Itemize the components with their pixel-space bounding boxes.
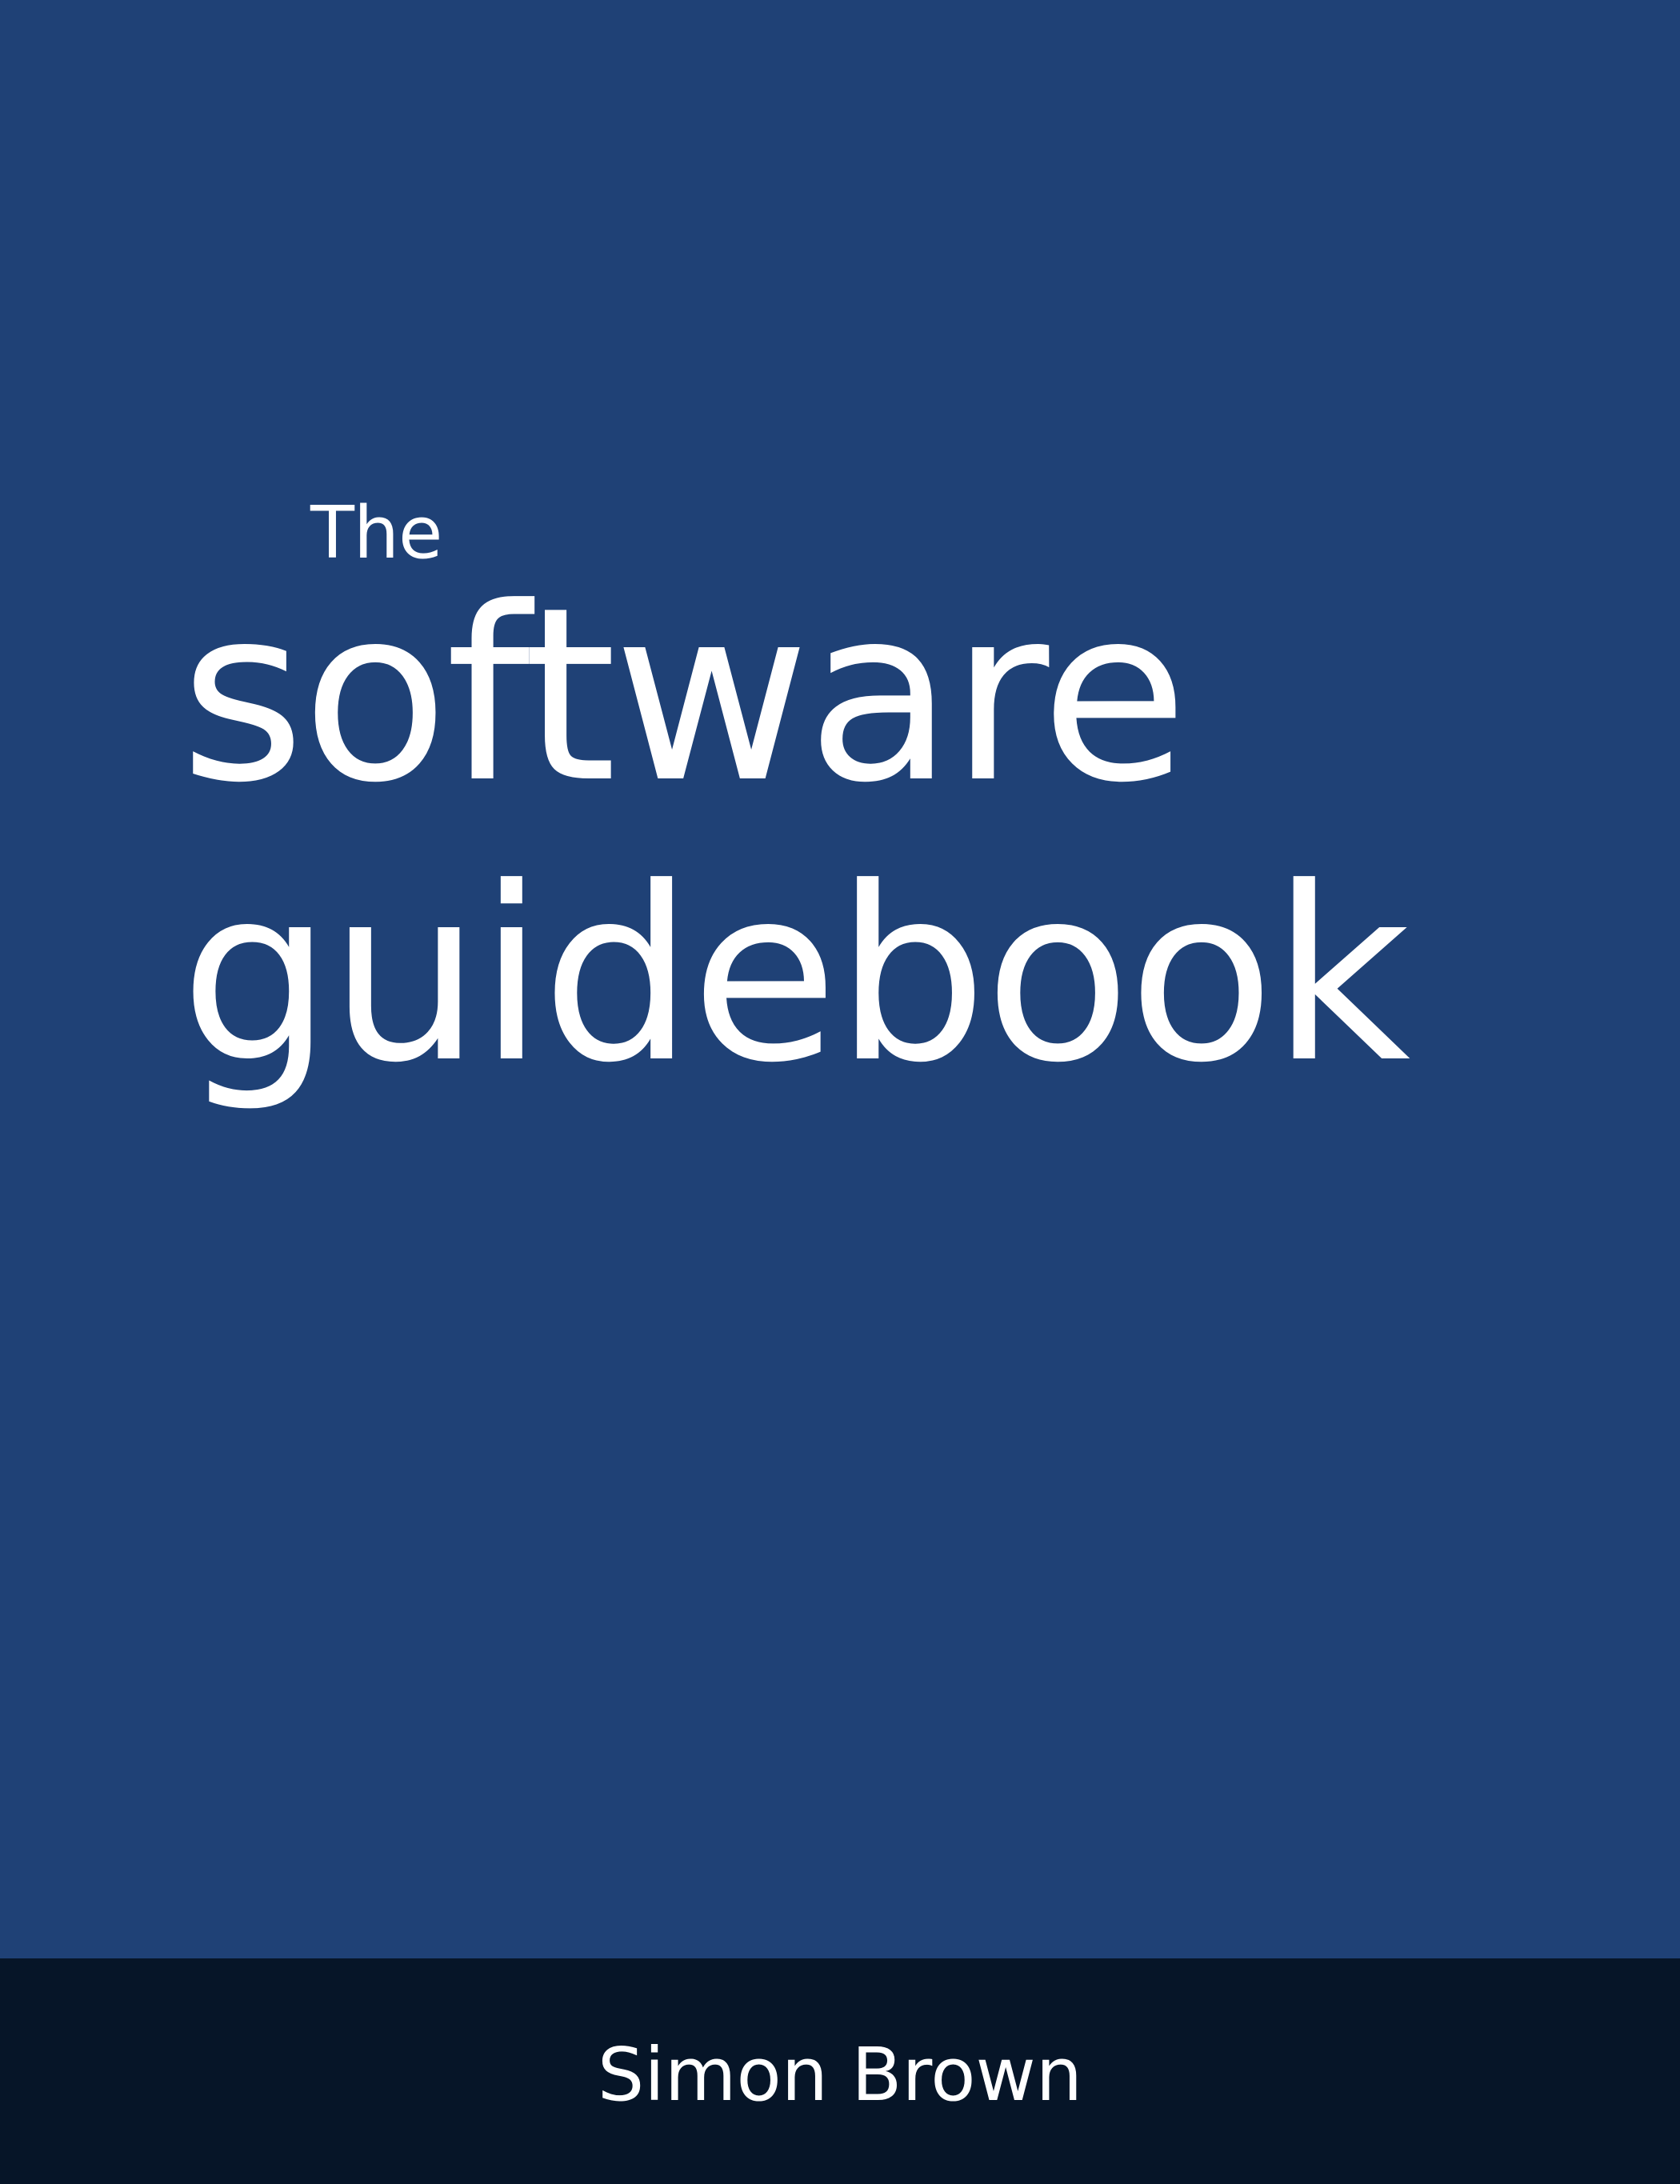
title-line-guidebook: guidebook — [180, 836, 1410, 1115]
author-bar: Simon Brown — [0, 1958, 1680, 2184]
title-line-software: software — [180, 556, 1188, 835]
author-name: Simon Brown — [597, 2032, 1083, 2118]
title-prefix: The — [310, 491, 442, 575]
book-cover: The software guidebook — [180, 491, 1411, 1115]
